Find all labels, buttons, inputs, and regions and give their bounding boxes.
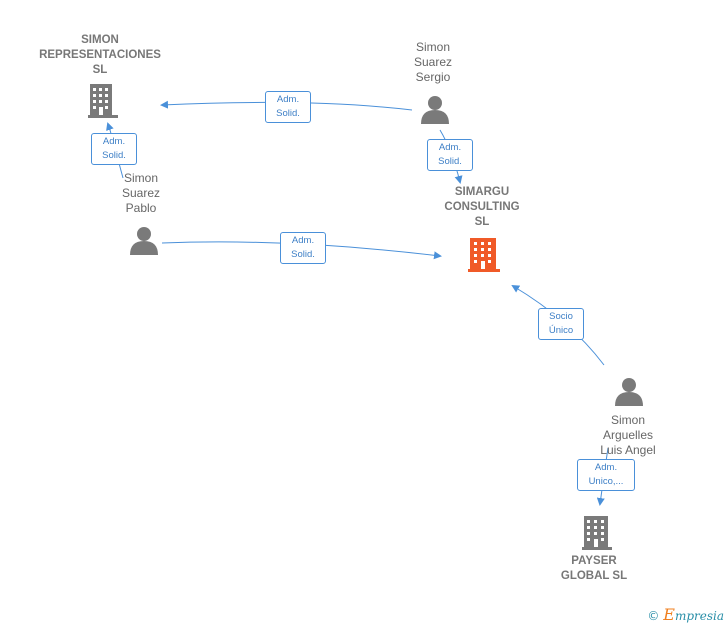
- company-label-simon-representaciones[interactable]: SIMON REPRESENTACIONES SL: [30, 33, 170, 78]
- building-icon-main[interactable]: [468, 238, 500, 272]
- label-line: SL: [474, 216, 490, 228]
- edge-label-line: Único: [548, 325, 574, 336]
- person-label-simon-suarez-pablo[interactable]: Simon Suarez Pablo: [106, 171, 176, 216]
- copyright-symbol: ©: [647, 609, 660, 623]
- person-label-simon-suarez-sergio[interactable]: Simon Suarez Sergio: [398, 40, 468, 85]
- label-line: SIMARGU: [454, 186, 510, 198]
- edge-label-line: Socio: [549, 311, 573, 322]
- label-line: Luis Angel: [600, 443, 656, 457]
- label-line: GLOBAL SL: [560, 570, 628, 582]
- edge-label-line: Solid.: [102, 150, 126, 161]
- brand-logo-initial: E: [663, 605, 675, 624]
- label-line: SL: [92, 64, 108, 76]
- edge-label-line: Unico,...: [588, 476, 624, 487]
- edge-label-pablo-simargu[interactable]: Adm. Solid.: [280, 232, 326, 264]
- brand-logo-text: mpresia: [674, 609, 724, 623]
- person-label-simon-arguelles-luis-angel[interactable]: Simon Arguelles Luis Angel: [586, 413, 670, 458]
- label-line: Pablo: [125, 201, 157, 215]
- edge-label-line: Adm.: [102, 136, 126, 147]
- company-label-payser[interactable]: PAYSER GLOBAL SL: [548, 554, 640, 584]
- edge-label-sergio-representaciones[interactable]: Adm. Solid.: [265, 91, 311, 123]
- label-line: Simon: [123, 171, 158, 185]
- edge-label-luis-simargu[interactable]: Socio Único: [538, 308, 584, 340]
- label-line: Suarez: [413, 55, 453, 69]
- edge-label-line: Adm.: [276, 94, 300, 105]
- label-line: Simon: [610, 413, 645, 427]
- edge-label-line: Adm.: [438, 142, 462, 153]
- edge-label-luis-payser[interactable]: Adm. Unico,...: [577, 459, 635, 491]
- brand-footer[interactable]: © Empresia: [647, 605, 724, 624]
- building-icon[interactable]: [88, 84, 118, 118]
- building-icon[interactable]: [582, 516, 612, 550]
- edge-label-sergio-simargu[interactable]: Adm. Solid.: [427, 139, 473, 171]
- label-line: PAYSER: [571, 555, 617, 567]
- label-line: CONSULTING: [444, 201, 520, 213]
- label-line: Sergio: [415, 70, 451, 84]
- edge-label-line: Solid.: [291, 249, 315, 260]
- person-icon[interactable]: [421, 96, 449, 124]
- company-label-simargu[interactable]: SIMARGU CONSULTING SL: [424, 185, 540, 230]
- label-line: Simon: [415, 40, 450, 54]
- person-icon[interactable]: [130, 227, 158, 255]
- label-line: SIMON: [81, 34, 119, 46]
- label-line: Suarez: [121, 186, 161, 200]
- edge-label-line: Adm.: [291, 235, 315, 246]
- edge-label-line: Solid.: [438, 156, 462, 167]
- person-icon[interactable]: [615, 378, 643, 406]
- label-line: REPRESENTACIONES: [39, 49, 161, 61]
- edge-label-line: Adm.: [594, 462, 618, 473]
- edge-label-pablo-representaciones[interactable]: Adm. Solid.: [91, 133, 137, 165]
- edge-label-line: Solid.: [276, 108, 300, 119]
- label-line: Arguelles: [602, 428, 654, 442]
